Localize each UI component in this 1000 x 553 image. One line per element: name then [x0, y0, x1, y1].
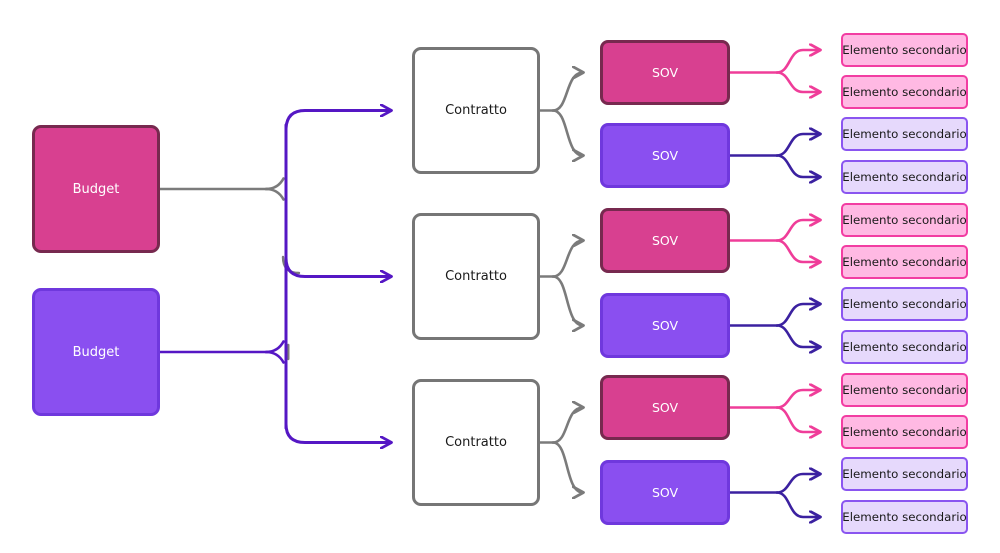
budget-label: Budget [72, 344, 120, 360]
merge-fork-upper [264, 177, 285, 191]
contract-node-3: Contratto [412, 379, 540, 506]
element-label: Elemento secondario [842, 255, 967, 269]
sov-label: SOV [651, 318, 679, 333]
edge-sov3-to-elements [728, 220, 820, 263]
fork-lower [775, 71, 820, 93]
edge-trunk-to-contracts [284, 111, 391, 443]
element-node-8: Elemento secondario [841, 330, 968, 364]
sov-label: SOV [651, 400, 679, 415]
edge-sov6-to-elements [728, 474, 820, 518]
element-node-11: Elemento secondario [841, 457, 968, 491]
fork-upper [551, 73, 583, 112]
contract-label: Contratto [445, 435, 507, 450]
merge-fork-lower [264, 350, 285, 364]
sov-node-3: SOV [600, 208, 730, 273]
edge-contract3-to-sovs [538, 408, 583, 493]
fork-lower [775, 324, 820, 348]
fork-upper [775, 474, 820, 494]
element-node-5: Elemento secondario [841, 203, 968, 237]
element-label: Elemento secondario [842, 127, 967, 141]
element-node-4: Elemento secondario [841, 160, 968, 194]
fork-lower [775, 406, 820, 433]
fork-lower [551, 109, 583, 156]
fork-lower [551, 275, 583, 326]
element-node-10: Elemento secondario [841, 415, 968, 449]
fork-lower [775, 239, 820, 263]
edge-sov4-to-elements [728, 304, 820, 348]
fork-upper [551, 408, 583, 444]
element-node-1: Elemento secondario [841, 33, 968, 67]
branch-contract3 [284, 422, 391, 443]
element-node-6: Elemento secondario [841, 245, 968, 279]
element-node-12: Elemento secondario [841, 500, 968, 534]
sov-node-2: SOV [600, 123, 730, 188]
contract-label: Contratto [445, 269, 507, 284]
element-label: Elemento secondario [842, 467, 967, 481]
contract-node-2: Contratto [412, 213, 540, 340]
edge-contract2-to-sovs [538, 241, 583, 326]
fork-lower [775, 491, 820, 518]
merge-fork-lower [264, 187, 285, 201]
budget-node-1: Budget [32, 125, 160, 253]
fork-lower [775, 154, 820, 178]
sov-node-5: SOV [600, 375, 730, 440]
fork-upper [551, 241, 583, 278]
branch-contract2 [284, 256, 391, 277]
fork-upper [775, 304, 820, 327]
contract-label: Contratto [445, 103, 507, 118]
element-label: Elemento secondario [842, 85, 967, 99]
fork-lower [551, 441, 583, 493]
fork-upper [775, 390, 820, 409]
sov-label: SOV [651, 148, 679, 163]
fork-upper [775, 50, 820, 74]
element-label: Elemento secondario [842, 340, 967, 354]
element-node-7: Elemento secondario [841, 287, 968, 321]
element-label: Elemento secondario [842, 297, 967, 311]
merge-fork-upper [264, 340, 285, 354]
edge-sov1-to-elements [728, 50, 820, 93]
sov-label: SOV [651, 233, 679, 248]
element-node-3: Elemento secondario [841, 117, 968, 151]
edge-budget2-to-trunk [158, 340, 285, 364]
fork-upper [775, 134, 820, 157]
sov-label: SOV [651, 485, 679, 500]
contract-node-1: Contratto [412, 47, 540, 174]
edge-sov5-to-elements [728, 390, 820, 433]
element-node-2: Elemento secondario [841, 75, 968, 109]
budget-label: Budget [72, 181, 120, 197]
sov-node-4: SOV [600, 293, 730, 358]
element-node-9: Elemento secondario [841, 373, 968, 407]
sov-label: SOV [651, 65, 679, 80]
branch-contract1 [284, 111, 391, 132]
edge-sov2-to-elements [728, 134, 820, 178]
element-label: Elemento secondario [842, 170, 967, 184]
edge-contract1-to-sovs [538, 73, 583, 156]
edge-budget1-to-trunk [158, 177, 285, 201]
budget-node-2: Budget [32, 288, 160, 416]
sov-node-6: SOV [600, 460, 730, 525]
element-label: Elemento secondario [842, 383, 967, 397]
element-label: Elemento secondario [842, 43, 967, 57]
fork-upper [775, 220, 820, 242]
element-label: Elemento secondario [842, 213, 967, 227]
element-label: Elemento secondario [842, 510, 967, 524]
sov-node-1: SOV [600, 40, 730, 105]
element-label: Elemento secondario [842, 425, 967, 439]
